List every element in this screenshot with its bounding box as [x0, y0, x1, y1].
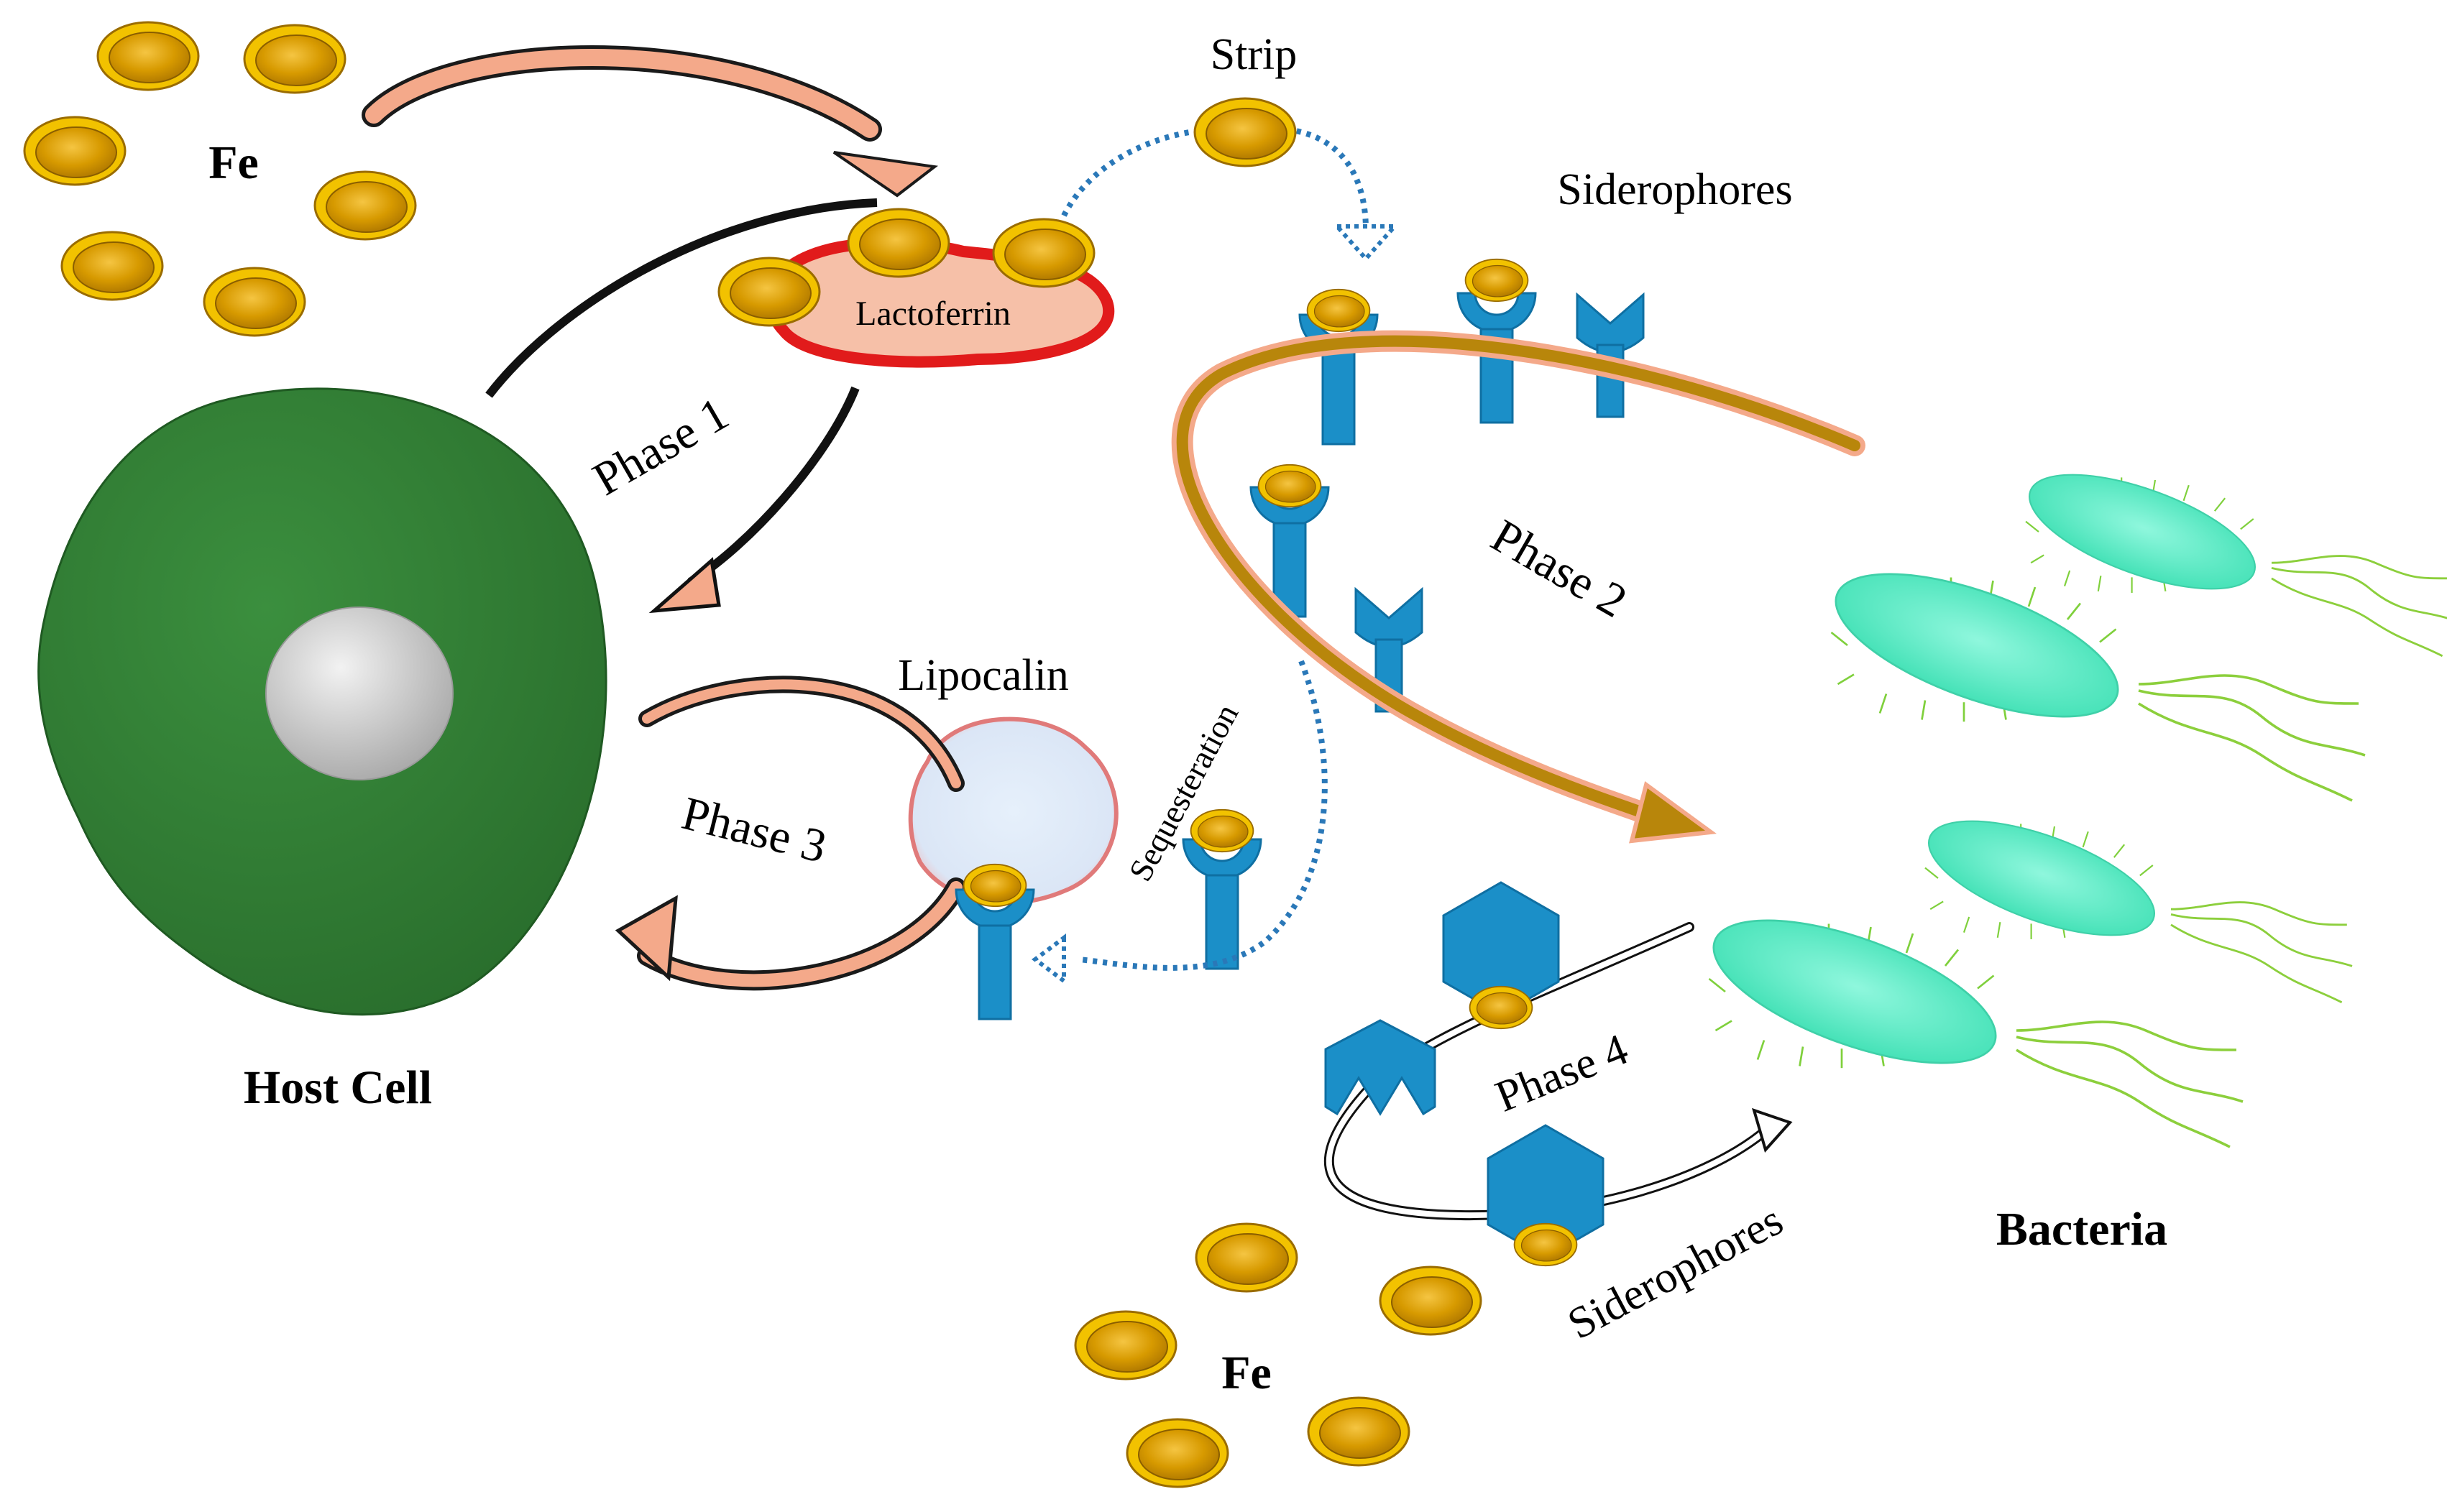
iron-atom	[1074, 1310, 1177, 1380]
sequesteration-label: Sequesteration	[1121, 698, 1245, 887]
iron-atom	[1379, 1266, 1482, 1336]
iron-atom-strip	[1193, 97, 1297, 167]
iron-atom	[23, 116, 127, 186]
arrow-strip	[1061, 126, 1400, 262]
iron-atom	[717, 257, 821, 327]
iron-atom	[1257, 464, 1322, 508]
iron-atom	[1307, 1396, 1410, 1467]
siderophore-receptor-lipocalin	[955, 888, 1035, 1020]
iron-atom	[313, 170, 417, 241]
lactoferrin	[717, 208, 1115, 368]
lipocalin	[908, 716, 1119, 905]
iron-atom	[1190, 808, 1254, 853]
siderophores-top-label: Siderophores	[1557, 165, 1792, 214]
iron-atom	[1464, 258, 1529, 303]
bacterium	[1914, 796, 2354, 1004]
iron-atom	[992, 218, 1096, 288]
iron-atom	[60, 231, 164, 301]
iron-atom	[96, 21, 200, 91]
phase2-label: Phase 2	[1482, 510, 1635, 628]
arrow-fe-to-lactoferrin	[362, 45, 938, 198]
iron-atom	[1195, 1222, 1298, 1293]
host-cell-label: Host Cell	[244, 1061, 432, 1114]
strip-label: Strip	[1211, 30, 1298, 79]
arrow-sequesteration	[1032, 660, 1328, 985]
iron-atom	[243, 24, 346, 94]
nucleus	[265, 607, 454, 780]
bacteria-label: Bacteria	[1996, 1203, 2167, 1255]
iron-atom	[847, 208, 950, 278]
iron-atom	[1469, 985, 1533, 1030]
fe-label-top: Fe	[208, 137, 259, 189]
iron-atom	[1306, 288, 1371, 333]
host-cell	[37, 387, 607, 1016]
iron-cluster-bottom	[1074, 1222, 1482, 1488]
iron-atom	[963, 863, 1027, 908]
lipocalin-label: Lipocalin	[898, 651, 1069, 700]
siderophore-hexagon-open	[1324, 1019, 1436, 1116]
phase4-label: Phase 4	[1489, 1025, 1635, 1122]
iron-atom	[1513, 1222, 1578, 1267]
bacteria-group	[1695, 450, 2447, 1148]
bacterium	[2014, 450, 2447, 658]
bacterium	[1695, 890, 2244, 1148]
lactoferrin-label: Lactoferrin	[855, 295, 1011, 333]
phase3-label: Phase 3	[677, 787, 832, 873]
bacterium	[1817, 543, 2366, 802]
iron-atom	[203, 267, 306, 337]
arrow-phase3	[615, 676, 966, 991]
phase1-label: Phase 1	[584, 387, 738, 506]
arrow-phase1	[485, 198, 878, 614]
siderophore-receptor	[1182, 838, 1262, 970]
iron-atom	[1126, 1418, 1229, 1488]
arrow-phase2	[1171, 330, 1865, 844]
fe-label-bottom: Fe	[1221, 1347, 1272, 1399]
siderophore-hex-group	[1324, 881, 1604, 1267]
